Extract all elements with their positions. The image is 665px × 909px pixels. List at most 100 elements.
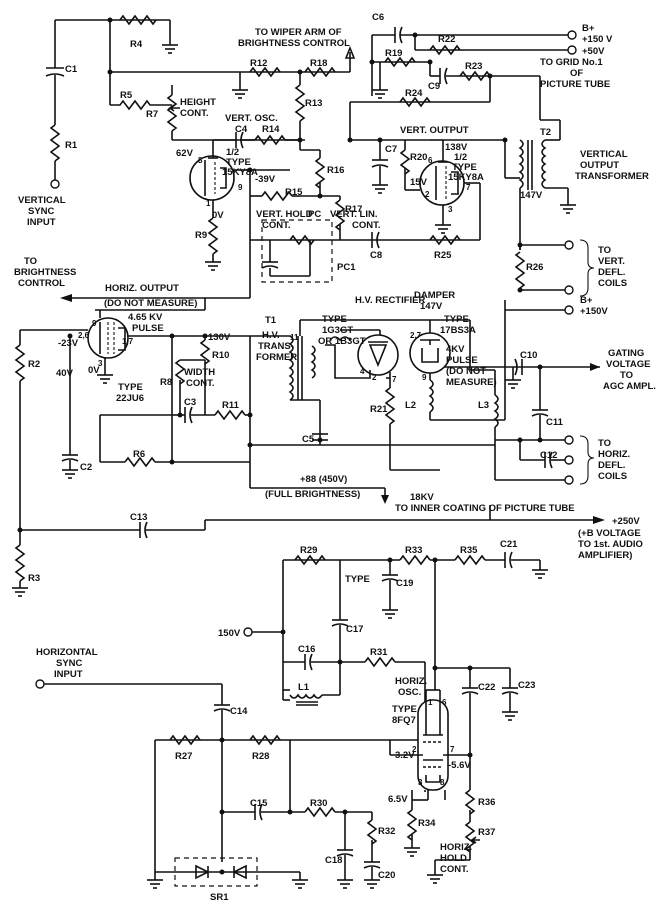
bplus-150-terminal-mid <box>564 305 574 315</box>
label-c3: C3 <box>184 397 196 408</box>
r4-resistor <box>119 14 157 26</box>
label-vert-osc: VERT. OSC. <box>225 113 278 124</box>
label-22ju6-2: 22JU6 <box>116 393 144 404</box>
c3-plate-b <box>189 406 193 424</box>
c2-plate-b <box>61 458 79 462</box>
label-17bs3a-2: 17BS3A <box>440 325 476 336</box>
label-r16: R16 <box>327 165 344 176</box>
label-15v: 15V <box>410 177 428 188</box>
label-18kv: 18KV <box>410 492 434 503</box>
label-0v-2: 0V <box>88 365 100 376</box>
pin-11-t1: 11 <box>290 333 299 342</box>
label-138v: 138V <box>445 142 468 153</box>
label-vert-sync-2: SYNC <box>28 206 55 217</box>
vert-defl-terminal-b <box>564 285 574 295</box>
label-40v: 40V <box>56 368 74 379</box>
label-r30: R30 <box>310 798 327 809</box>
r15-resistor <box>261 190 293 202</box>
brightness-wiper-network <box>232 45 356 143</box>
r34-resistor <box>406 809 418 841</box>
r13-resistor <box>294 84 306 122</box>
label-damper-1: DAMPER <box>414 290 455 301</box>
label-0v: 0V <box>212 210 224 221</box>
label-c18: C18 <box>325 855 342 866</box>
label-hsync-3: INPUT <box>54 669 83 680</box>
r35-resistor <box>454 554 486 566</box>
label-hv-rect: H.V. RECTIFIER <box>355 295 426 306</box>
label-plus88: +88 (450V) <box>300 474 347 485</box>
label-8fq7-2: 8FQ7 <box>392 715 416 726</box>
label-r34: R34 <box>418 818 436 829</box>
r3-resistor <box>14 544 26 582</box>
pin-27-damper: 2,7 <box>410 331 422 340</box>
vert-defl-terminal-a <box>564 240 574 250</box>
label-hsync-2: SYNC <box>56 658 83 669</box>
label-damper-2: 147V <box>420 301 443 312</box>
label-r33: R33 <box>405 545 422 556</box>
label-bplus-mid-2: +150V <box>580 306 608 317</box>
label-c1: C1 <box>65 64 78 75</box>
label-1g3gt-3: OR 1B3GT <box>318 336 366 347</box>
r30-resistor <box>304 806 336 818</box>
pc1-package <box>261 219 333 283</box>
150v-terminal <box>243 627 253 637</box>
label-vert-output: VERT. OUTPUT <box>400 125 469 136</box>
pin-2-hv: 2 <box>372 373 377 382</box>
label-c4: C4 <box>235 124 248 135</box>
c1-plate-b <box>45 73 65 77</box>
label-c14: C14 <box>230 706 248 717</box>
label-wiper-1: TO WIPER ARM OF <box>255 27 342 38</box>
pin-7-hv: 7 <box>392 375 397 384</box>
l3-coil <box>493 394 499 428</box>
vert-output-tube <box>347 137 520 234</box>
label-c23: C23 <box>518 680 535 691</box>
c8-plate-b <box>376 231 380 249</box>
label-c10: C10 <box>520 350 537 361</box>
vert-hold-lin-network <box>247 140 481 283</box>
label-r9: R9 <box>195 230 207 241</box>
label-r2: R2 <box>28 359 40 370</box>
r2-resistor <box>14 344 26 382</box>
c19-plate-b <box>381 578 399 582</box>
label-type-8fq7-top: TYPE <box>345 574 370 585</box>
label-c5: C5 <box>302 434 315 445</box>
vert-osc-tube <box>189 131 300 271</box>
label-c9: C9 <box>428 81 440 92</box>
label-minus23: -23V <box>58 338 79 349</box>
label-4kv-2: PULSE <box>446 355 478 366</box>
label-hdefl-2: HORIZ. <box>598 449 630 460</box>
c13-plate-b <box>144 521 148 539</box>
label-l2: L2 <box>405 400 416 411</box>
label-r23: R23 <box>465 61 482 72</box>
pin-3-hout: 3 <box>98 359 103 368</box>
r16-resistor <box>314 157 326 189</box>
label-r28: R28 <box>252 751 269 762</box>
label-vot-2: OUTPUT <box>580 160 619 171</box>
l1-coil <box>289 693 323 699</box>
vert-osc-tube-envelope <box>189 155 235 201</box>
label-t1-1: H.V. <box>262 330 280 341</box>
label-r11: R11 <box>222 400 240 411</box>
r28-resistor <box>249 734 281 746</box>
t1-hv-transformer <box>247 319 495 448</box>
label-width-2: CONT. <box>186 378 215 389</box>
label-4kv-1: 4KV <box>446 344 465 355</box>
r24-resistor <box>399 96 431 108</box>
label-r17: R17 <box>345 204 362 215</box>
pin-9-hout: 9 <box>92 319 97 328</box>
label-r21: R21 <box>370 404 388 415</box>
vertical-sync-input-terminal <box>50 179 60 189</box>
label-inner-coating: TO INNER COATING OF PICTURE TUBE <box>395 503 575 514</box>
label-r22: R22 <box>438 34 455 45</box>
label-height-1: HEIGHT <box>180 97 216 108</box>
c12-plate-b <box>549 451 553 469</box>
label-r35: R35 <box>460 545 478 556</box>
label-bplus-top-1: B+ <box>582 23 595 34</box>
c9-plate-b <box>444 67 448 85</box>
label-tube-left-2: TYPE <box>226 157 251 168</box>
label-do-not-measure: (DO NOT MEASURE) <box>104 298 197 309</box>
label-r32: R32 <box>378 826 395 837</box>
vertical-sync-network <box>45 14 350 189</box>
r10-resistor <box>199 339 211 365</box>
label-r27: R27 <box>175 751 192 762</box>
